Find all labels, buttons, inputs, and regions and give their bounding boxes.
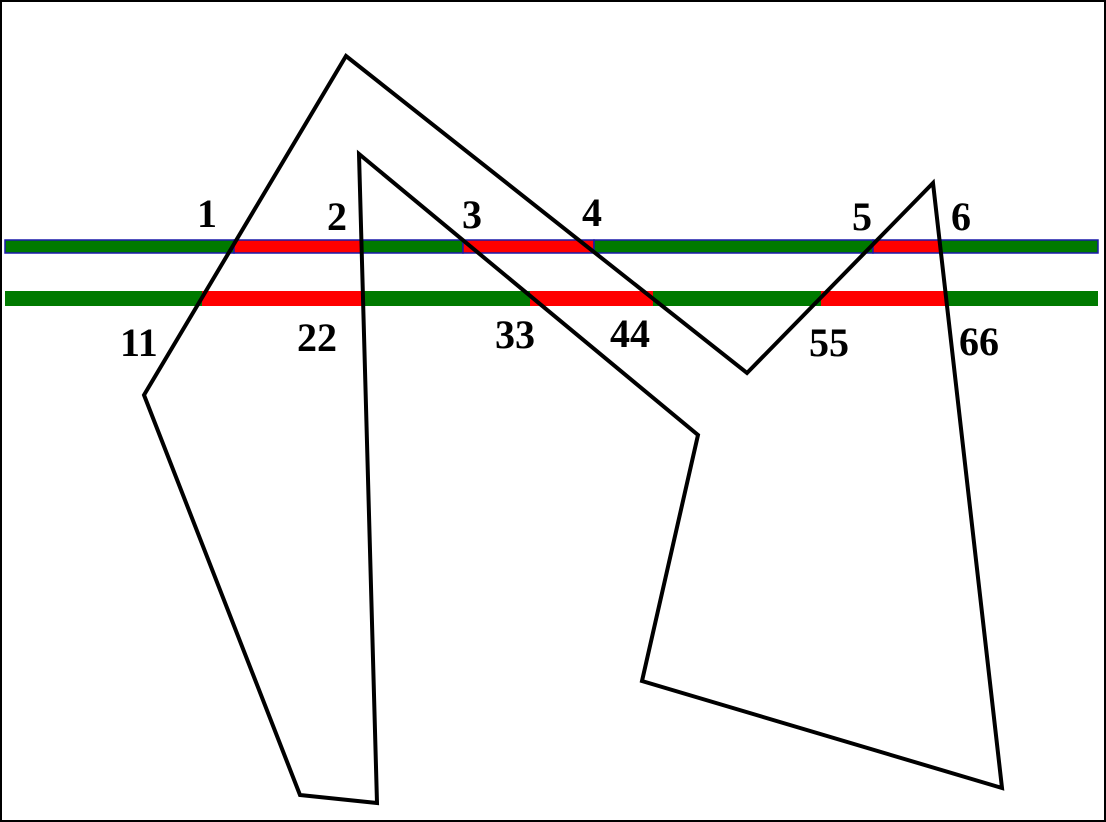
lower-line-outside-left: [5, 291, 202, 306]
label-55: 55: [809, 320, 849, 365]
lower-labels: 11 22 33 44 55 66: [120, 311, 999, 365]
label-44: 44: [610, 311, 650, 356]
upper-scan-line: [4, 239, 1099, 254]
upper-line-inside-1-2: [233, 239, 362, 254]
upper-line-outside-2-3: [360, 239, 464, 254]
label-6: 6: [951, 194, 971, 239]
label-33: 33: [495, 312, 535, 357]
label-11: 11: [120, 320, 158, 365]
label-3: 3: [462, 192, 482, 237]
polygon-outline: [141, 53, 1005, 806]
label-5: 5: [852, 194, 872, 239]
label-1: 1: [197, 191, 217, 236]
lower-line-outside-right: [947, 291, 1098, 306]
label-22: 22: [297, 315, 337, 360]
upper-line-outside-4-5: [593, 239, 874, 254]
lower-line-inside-33-44: [530, 291, 653, 306]
label-2: 2: [327, 194, 347, 239]
upper-line-inside-5-6: [872, 239, 942, 254]
lower-scan-line: [5, 291, 1098, 306]
upper-line-outside-right: [940, 239, 1099, 254]
label-4: 4: [582, 190, 602, 235]
lower-line-outside-44-55: [653, 291, 821, 306]
label-66: 66: [959, 319, 999, 364]
lower-line-outside-22-33: [362, 291, 530, 306]
lower-line-inside-11-22: [202, 291, 362, 306]
upper-line-inside-3-4: [462, 239, 595, 254]
upper-labels: 1 2 3 4 5 6: [197, 190, 971, 239]
upper-line-outside-left: [4, 239, 235, 254]
lower-line-inside-55-66: [821, 291, 947, 306]
